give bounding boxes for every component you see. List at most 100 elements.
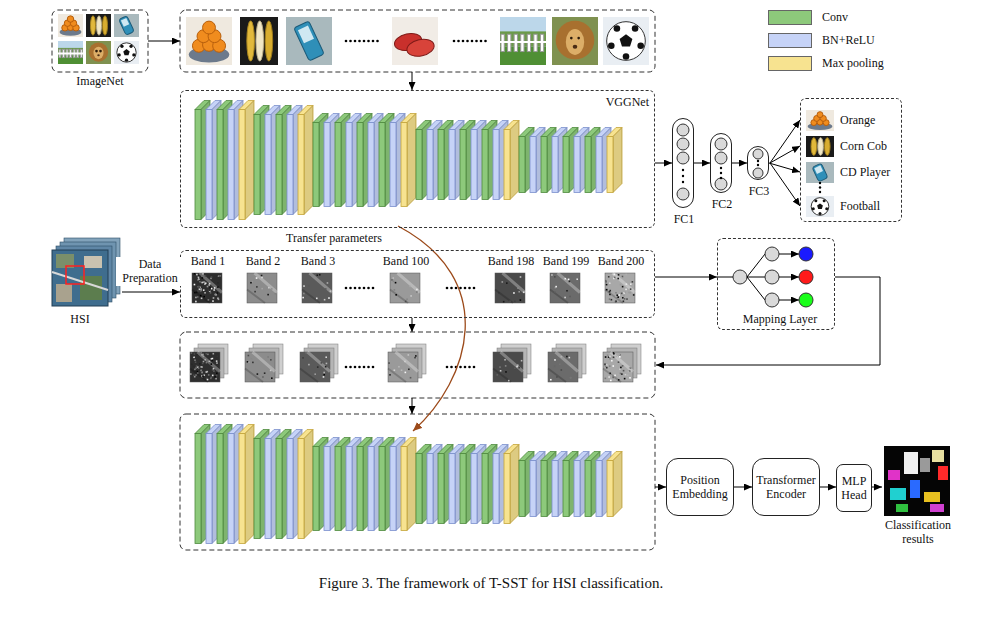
football-ball [811,198,829,216]
ellipsis-dot [453,40,456,43]
ellipsis-dot [345,287,348,290]
band-noise [213,368,215,370]
band-noise [609,365,611,367]
band-noise [316,298,318,300]
band-noise [197,371,199,373]
ellipsis-dot [349,287,352,290]
layer-front [217,110,223,220]
node-label: FC2 [697,197,747,211]
class-output-frame: OrangeCorn CobCD PlayerFootball [800,98,902,222]
ellipsis-dot [372,287,375,290]
orange-fruit [817,112,823,118]
band-noise [625,274,627,276]
ellipsis-dot [480,40,483,43]
ellipsis-dot [473,287,476,290]
band-noise [520,276,522,278]
figure-caption: Figure 3. The framework of T-SST for HSI… [0,574,982,592]
band-noise [208,290,210,292]
fence-rail [500,41,546,43]
band-noise [618,361,620,363]
band-noise [521,360,523,362]
layer-front [574,137,580,193]
band-noise [554,292,556,294]
node-label: ImageNet [52,74,148,88]
layer-shade [613,452,622,517]
band-noise [623,295,625,297]
layer-side [407,114,416,207]
fence-rail [58,53,83,55]
layer-shade [245,425,254,544]
flow-arrow [122,292,180,293]
ellipsis-dot [682,181,684,183]
band-noise [214,287,216,289]
band-noise [618,379,620,381]
band-noise [605,356,607,358]
band-road [558,273,581,293]
band-noise [207,286,209,288]
band-noise [409,286,411,288]
band-noise [195,301,197,303]
player-screen [298,26,314,44]
band-road [388,369,406,383]
band-noise [208,299,210,301]
band-noise [261,275,263,277]
band-noise [211,358,213,360]
band-noise [554,366,556,368]
layer-front [596,461,602,517]
photo-thumbnail [286,17,332,65]
band-noise [514,367,516,369]
lion-eye [99,50,102,53]
ellipsis-dot [819,191,821,193]
band-noise [202,354,204,356]
ellipsis-dot [345,366,348,369]
layer-front [552,461,558,517]
layer-front [504,130,510,200]
band-image [192,273,222,303]
band-noise [198,367,200,369]
ellipsis-dot [720,177,722,179]
band-noise [330,290,332,292]
layer-front [287,439,293,539]
result-map [884,446,950,516]
band-noise [261,288,263,290]
band-noise [518,367,520,369]
band-noise [196,292,198,294]
band-noise [302,297,304,299]
ellipsis-dot [358,40,361,43]
band-road [603,369,621,383]
band-noise [201,277,203,279]
clog-shape [405,37,435,59]
annotation-label: Transfer parameters [272,231,396,245]
band-noise [203,281,205,283]
band-noise [517,364,519,366]
ellipsis-dot [376,40,379,43]
band-noise [505,365,507,367]
layer-shade [510,445,519,524]
selection-square [66,266,84,284]
band-noise [613,356,615,358]
band-noise [624,291,626,293]
band-road [253,352,276,372]
band-noise [201,366,203,368]
fan-arrow [770,146,800,163]
band-noise [615,356,617,358]
band-noise [609,373,611,375]
lion-eye [95,50,98,53]
band-noise [248,355,250,357]
band-noise [324,299,326,301]
layer-front [228,110,234,220]
band-noise [195,301,197,303]
ball-patch [623,53,630,60]
layer-front [379,447,385,531]
layer-front [552,137,558,193]
flow-connector [655,163,672,164]
layer-front [438,130,444,200]
band-noise [633,294,635,296]
layer-front [482,130,488,200]
ball-patch [118,53,121,56]
band-noise [555,286,557,288]
ball-patch [125,59,128,62]
band-road [308,352,331,372]
legend-label: Max pooling [822,56,884,71]
band-noise [523,291,525,293]
